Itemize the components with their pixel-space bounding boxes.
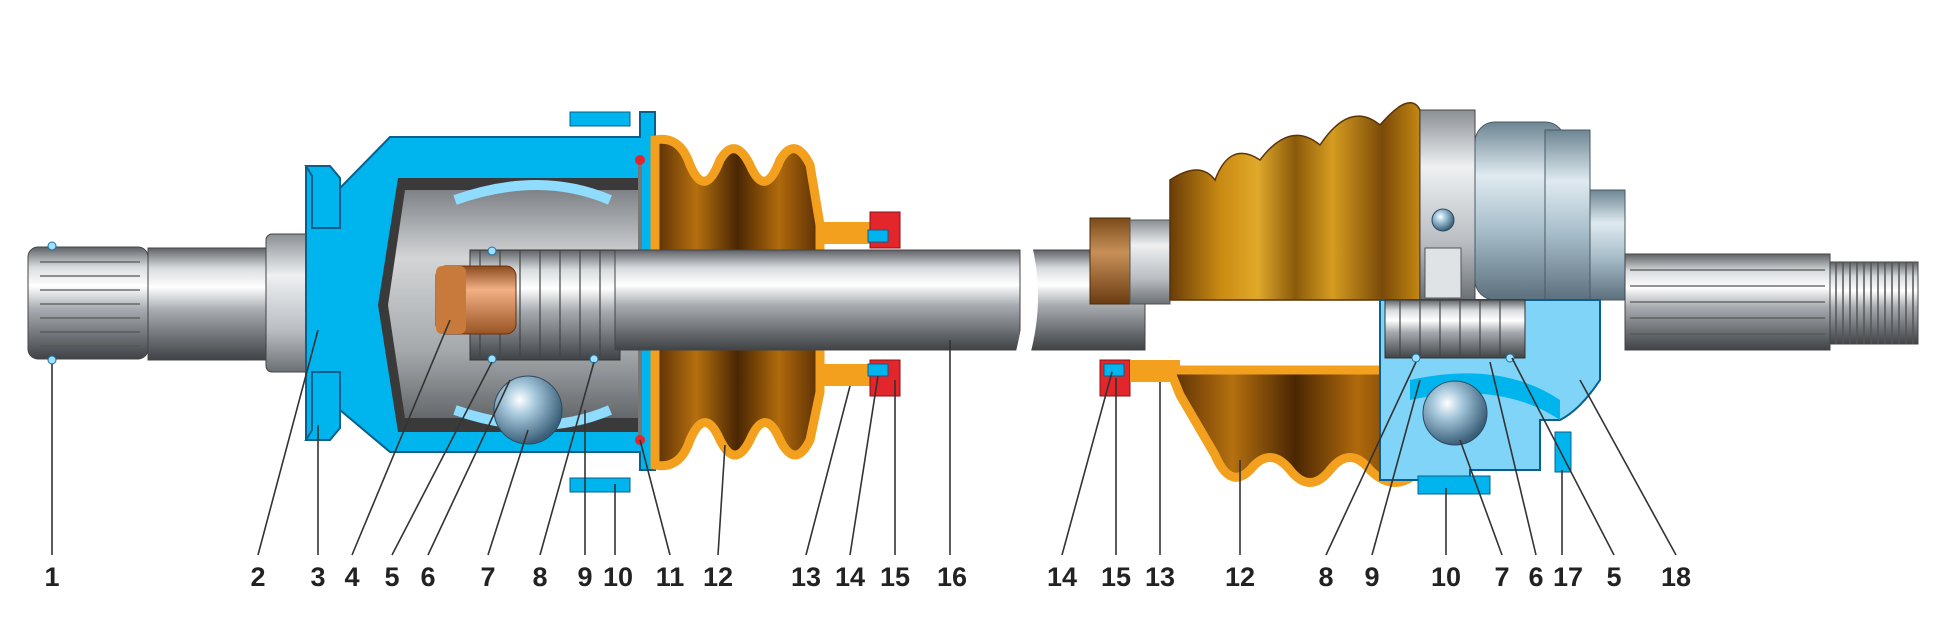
- callout-12: 12: [703, 562, 733, 592]
- callout-1: 1: [44, 562, 59, 592]
- callout-15: 15: [880, 562, 910, 592]
- callout-12-right: 12: [1225, 562, 1255, 592]
- callout-9: 9: [577, 562, 592, 592]
- drive-shaft: [614, 211, 1146, 397]
- splined-stub-left: [27, 233, 313, 373]
- callout-17: 17: [1553, 562, 1583, 592]
- callout-13-right: 13: [1145, 562, 1175, 592]
- callout-6-right: 6: [1528, 562, 1543, 592]
- callout-13: 13: [791, 562, 821, 592]
- callout-5: 5: [384, 562, 399, 592]
- callout-2: 2: [250, 562, 265, 592]
- callout-11: 11: [656, 562, 685, 592]
- callout-14-right: 14: [1047, 562, 1077, 592]
- callout-15-right: 15: [1101, 562, 1131, 592]
- callout-8: 8: [532, 562, 547, 592]
- callout-14: 14: [835, 562, 865, 592]
- callout-4: 4: [344, 562, 359, 592]
- callout-7-right: 7: [1494, 562, 1509, 592]
- callout-10: 10: [603, 562, 633, 592]
- callout-7: 7: [480, 562, 495, 592]
- callout-9-right: 9: [1364, 562, 1379, 592]
- callout-5-right: 5: [1606, 562, 1621, 592]
- outer-joint: [1089, 101, 1919, 495]
- callout-6: 6: [420, 562, 435, 592]
- callout-10-right: 10: [1431, 562, 1461, 592]
- callout-16: 16: [937, 562, 967, 592]
- callout-8-right: 8: [1318, 562, 1333, 592]
- callout-3: 3: [310, 562, 325, 592]
- callout-18: 18: [1661, 562, 1691, 592]
- leader-lines: [51, 319, 1677, 556]
- inner-joint: [27, 111, 656, 493]
- callout-labels: 1 2 3 4 5 6 7 8 9 10 11 12 13 14 15 16 1…: [44, 562, 1691, 592]
